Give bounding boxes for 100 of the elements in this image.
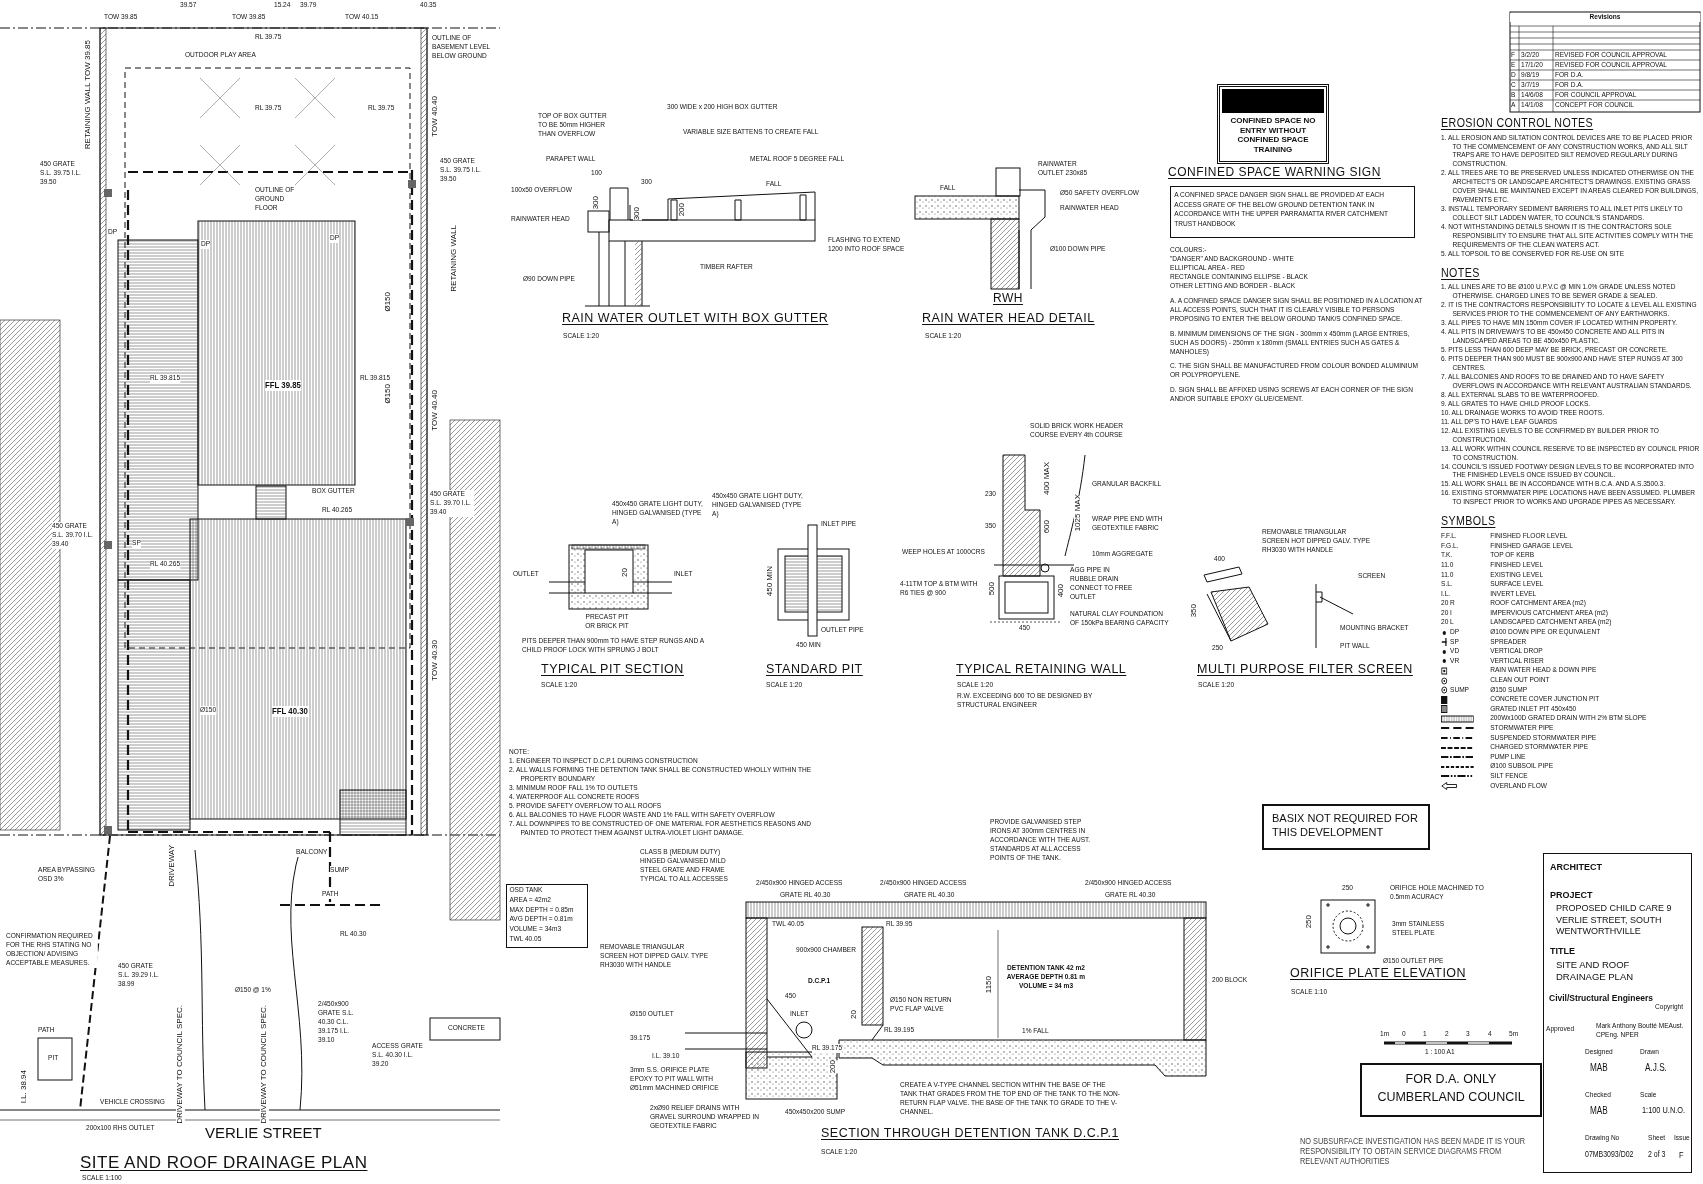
scale-label: 5m [1509, 1030, 1519, 1039]
table-cell: REVISED FOR COUNCIL APPROVAL [1555, 60, 1667, 70]
plan-label: 200x100 RHS OUTLET [86, 1124, 155, 1133]
callout-label: FALL [940, 184, 956, 193]
note-text: 1. ALL EROSION AND SILTATION CONTROL DEVICES ARE TO BE PLACED PRIOR TO THE COMMENCEMENT OF ANY CONSTRUCTION WORKS, AND ALL SILT TRAPS ARE TO HAVE DEPOSITED SILT REMOVED REGULARLY DURING CONSTRUCTION. [1441, 133, 1694, 170]
symbol-code: 20 L [1441, 618, 1454, 628]
plan-label: DP [201, 240, 211, 249]
level-label: TWL 40.05 [772, 920, 804, 929]
callout-label: TIMBER RAFTER [700, 263, 753, 272]
table-cell: 07MB3093/D02 [1585, 1150, 1634, 1160]
note-text: 5. PROVIDE SAFETY OVERFLOW TO ALL ROOFS [509, 801, 663, 811]
level-label: RL 40.265 [150, 560, 181, 569]
detail-title: TYPICAL RETAINING WALL [956, 662, 1127, 676]
level-label: 39.57 [180, 1, 197, 10]
notes-heading: NOTES [1441, 265, 1481, 281]
dimension-label: 200 [678, 203, 687, 217]
symbol-code: T.K. [1441, 551, 1453, 561]
note-box [1262, 804, 1430, 850]
stamp-box [1360, 1063, 1542, 1117]
dimension-label: 450 MIN [766, 566, 775, 597]
note-text: 2. IT IS THE CONTRACTORS RESPONSIBILITY TO LOCATE & LEVEL ALL EXISTING SERVICES PRIOR TO THE COMMENCEMENT OF ANY EARTHWORKS. [1441, 301, 1698, 320]
note-text: 9. ALL GRATES TO HAVE CHILD PROOF LOCKS. [1441, 399, 1592, 409]
level-label: RL 39.815 [360, 374, 391, 383]
dimension-label: 15.24 [274, 1, 291, 10]
callout-label: METAL ROOF 5 DEGREE FALL [750, 155, 845, 164]
scale-note: SCALE 1:20 [957, 681, 994, 690]
warning-sign [1217, 84, 1329, 164]
box-text: OSD TANK [508, 885, 544, 895]
dimension-label: 300 [633, 207, 642, 221]
level-label: RL 40.265 [322, 506, 353, 515]
note-text: 4. WATERPROOF ALL CONCRETE ROOFS [509, 792, 641, 802]
level-label: GRATE RL 40.30 [780, 891, 831, 900]
table-cell: A [1511, 100, 1516, 110]
callout-label: PRECAST PIT OR BRICK PIT [582, 613, 632, 631]
plan-label: BALCONY [296, 848, 328, 857]
callout-label: SCREEN [1358, 572, 1386, 581]
tank-data-box [506, 884, 588, 948]
detail-title: STANDARD PIT [766, 662, 863, 676]
legend-text: CHARGED STORMWATER PIPE [1490, 743, 1589, 753]
plan-label: DRIVEWAY TO COUNCIL SPEC. [176, 1005, 185, 1124]
note-text: COLOURS:- [1170, 246, 1208, 255]
note-text: 4. NOT WITHSTANDING DETAILS SHOWN IT IS THE CONTRACTORS SOLE RESPONSIBILITY TO ENSURE THAT ALL SITE ACTIVITIES COMPLY WITH THE REQUIREMENTS OF THE CLEAN WATERS ACT. [1441, 223, 1695, 250]
callout-label: 100x50 OVERFLOW [511, 186, 572, 195]
legend-text: Ø100 SUBSOIL PIPE [1490, 762, 1554, 772]
callout-label: 450x450 GRATE LIGHT DUTY, HINGED GALVANISED (TYPE A) [612, 500, 704, 527]
level-label: I.L. 39.10 [652, 1052, 680, 1061]
table-cell: Drawing No [1585, 1134, 1620, 1143]
dimension-label: 230 [985, 490, 996, 499]
callout-label: 2/450x900 HINGED ACCESS [756, 879, 843, 888]
callout-label: 450 GRATE S.L. 39.29 I.L. 38.99 [118, 962, 162, 989]
detail-title: RAIN WATER HEAD DETAIL [922, 311, 1095, 325]
legend-text: Ø150 SUMP [1490, 685, 1527, 695]
dimension-label: 1150 [985, 976, 994, 994]
table-cell: E [1511, 60, 1516, 70]
note-text: 13. ALL WORK WITHIN COUNCIL RESERVE TO BE INSPECTED BY COUNCIL PRIOR TO CONSTRUCTION. [1441, 444, 1700, 463]
level-label: RL 39.75 [255, 33, 282, 42]
callout-label: 450x450x200 SUMP [785, 1108, 846, 1117]
box-text: AREA = 42m2 [508, 894, 552, 905]
symbol-code: 20 R [1441, 599, 1455, 609]
table-header: Revisions [1510, 13, 1700, 22]
note-text: 6. ALL BALCONIES TO HAVE FLOOR WASTE AND 1% FALL WITH SAFETY OVERFLOW [509, 810, 776, 820]
dimension-label: 350 [985, 522, 996, 531]
table-cell: 14/6/08 [1521, 90, 1543, 100]
level-label: 39.79 [300, 1, 317, 10]
note-text: RECTANGLE CONTAINING ELLIPSE - BLACK [1170, 272, 1309, 282]
callout-label: AGG PIPE IN RUBBLE DRAIN CONNECT TO FREE OUTLET [1070, 566, 1136, 602]
plan-label: DP [108, 228, 118, 237]
callout-label: 10mm AGGREGATE [1092, 550, 1153, 559]
table-cell: Scale [1640, 1091, 1657, 1100]
scale-label: 4 [1487, 1030, 1492, 1039]
field-label: TITLE [1550, 946, 1575, 958]
level-label: 40.35 [420, 1, 437, 10]
box-text: A CONFINED SPACE DANGER SIGN SHALL BE PROVIDED AT EACH ACCESS GRATE OF THE BELOW GROUND DETENTION TANK IN ACCORDANCE WITH THE UPPER PARRAMATTA RIVER CATCHMENT TRUST HANDBOOK [1173, 189, 1389, 230]
callout-label: REMOVABLE TRIANGULAR SCREEN HOT DIPPED GALV. TYPE RH3030 WITH HANDLE [600, 943, 710, 970]
note-text: 3. ALL PIPES TO HAVE MIN 150mm COVER IF LOCATED WITHIN PROPERTY. [1441, 319, 1678, 329]
level-label: TOW 40.40 [431, 96, 440, 137]
plan-label: RETAINING WALL [450, 225, 459, 292]
legend-text: VERTICAL RISER [1490, 656, 1544, 666]
plan-label: INLET [790, 1010, 809, 1019]
level-label: GRATE RL 40.30 [1105, 891, 1156, 900]
notes-heading: EROSION CONTROL NOTES [1441, 116, 1595, 131]
plan-label: PATH [322, 890, 339, 899]
table-cell: Copyright [1655, 1003, 1684, 1012]
scale-label: 1m [1380, 1030, 1390, 1039]
note-text: 7. ALL BALCONIES AND ROOFS TO BE DRAINED AND TO HAVE SAFETY OVERFLOWS IN ACCORDANCE WITH RELEVANT AUSTRALIAN STANDARDS. [1441, 372, 1693, 391]
dimension-label: 300 [641, 178, 652, 187]
level-label: RL 39.815 [150, 374, 181, 383]
scale-note: SCALE 1:20 [563, 332, 600, 341]
scale-label: 3 [1466, 1030, 1470, 1039]
dimension-label: 250 [1342, 884, 1353, 893]
field-label: ARCHITECT [1550, 862, 1602, 874]
dimension-label: 400 [1214, 555, 1225, 564]
scale-label: 1 [1423, 1030, 1427, 1039]
note-text: CREATE A V-TYPE CHANNEL SECTION WITHIN THE BASE OF THE TANK THAT GRADES FROM THE TOP END OF THE TANK TO THE NON-RETURN FLAP VALVE. THE BASE OF THE TANK TO GRADE TO THE V-CHANNEL. [900, 1081, 1120, 1117]
note-text: 3. INSTALL TEMPORARY SEDIMENT BARRIERS TO ALL INLET PITS LIKELY TO COLLECT SILT LADDEN WATER, TO COUNCIL'S STANDARDS. [1441, 205, 1684, 224]
note-text: C. THE SIGN SHALL BE MANUFACTURED FROM COLOUR BONDED ALUMINIUM OR POLYPROPYLENE. [1170, 362, 1419, 381]
note-text: 8. ALL EXTERNAL SLABS TO BE WATERPROOFED. [1441, 390, 1600, 400]
detail-title: MULTI PURPOSE FILTER SCREEN [1197, 662, 1413, 676]
box-text: MAX DEPTH = 0.85m [508, 904, 573, 915]
level-label: RL 39.175 [812, 1044, 843, 1053]
